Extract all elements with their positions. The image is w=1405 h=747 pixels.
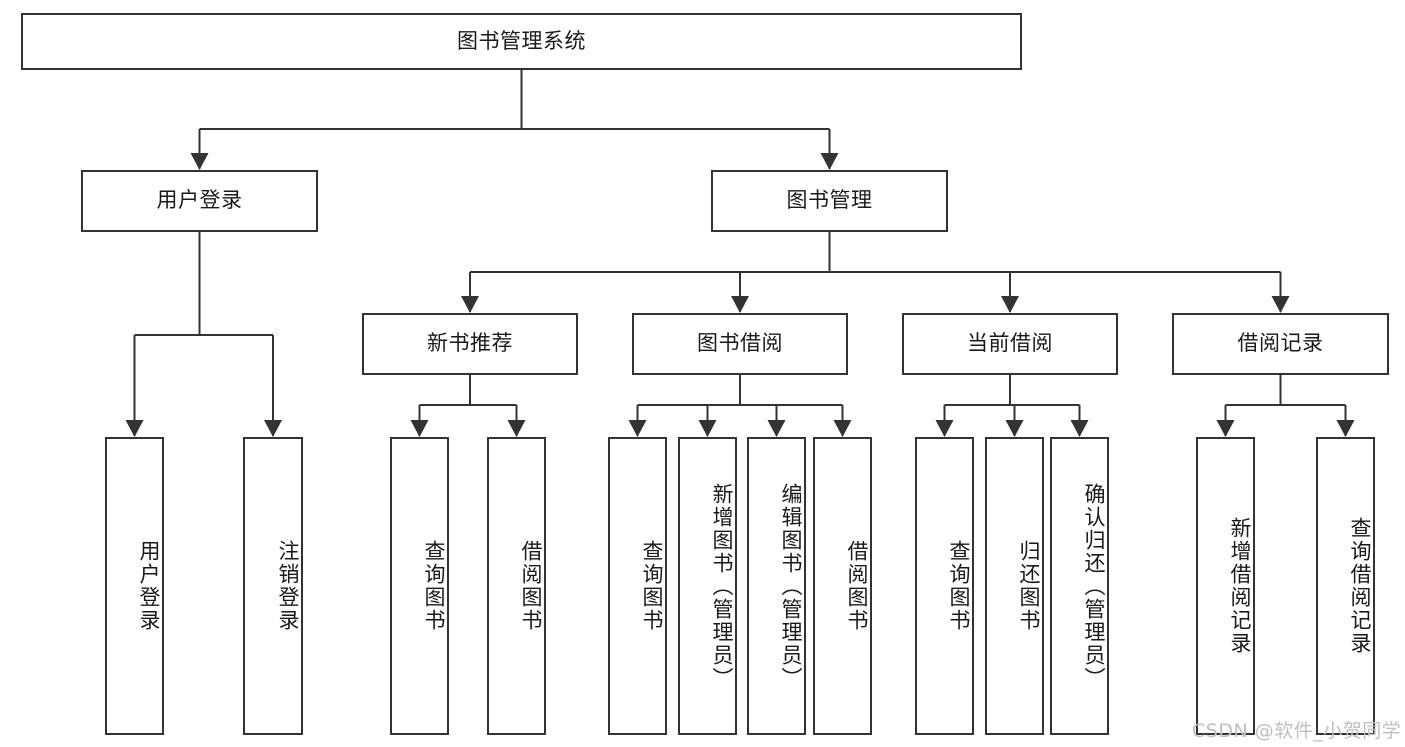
node-borrow-record: 借阅记录 [1172,313,1389,375]
node-label: 查询图书 [947,540,971,632]
node-label: 新增图书（管理员） [710,482,734,690]
node-root: 图书管理系统 [21,13,1022,70]
node-book-borrow: 图书借阅 [632,313,848,375]
node-leaf-user-login: 用户登录 [105,437,164,735]
arrow-head-icon-user-login [190,153,209,170]
arrow-head-icon-book-manage [820,153,839,170]
node-leaf-query-book-rec: 查询图书 [390,437,449,735]
node-label: 新书推荐 [427,331,513,356]
node-label: 注销登录 [276,540,300,632]
node-label: 图书管理 [786,188,873,213]
arrow-head-icon-leaf-edit-book-admin [767,420,786,437]
node-leaf-borrow-book-rec: 借阅图书 [487,437,546,735]
node-leaf-query-book-current: 查询图书 [915,437,974,735]
node-label: 借阅图书 [845,540,869,632]
node-leaf-confirm-return-admin: 确认归还（管理员） [1050,437,1109,735]
arrow-head-icon-leaf-add-borrow-record [1216,420,1235,437]
node-label: 图书管理系统 [457,28,586,53]
arrow-head-icon-current-borrow [1001,296,1019,313]
node-label: 新增借阅记录 [1228,517,1252,655]
node-label: 查询图书 [422,540,446,632]
node-label: 查询图书 [640,540,664,632]
arrow-head-icon-leaf-query-book-current [935,420,954,437]
node-user-login: 用户登录 [81,170,318,232]
arrow-head-icon-leaf-borrow-book [833,420,852,437]
node-label: 用户登录 [156,188,243,213]
arrow-head-icon-leaf-user-login [125,420,144,437]
node-leaf-user-logout: 注销登录 [243,437,303,735]
node-label: 借阅图书 [519,540,543,632]
arrow-head-icon-borrow-record [1271,296,1290,313]
node-leaf-add-borrow-record: 新增借阅记录 [1196,437,1255,735]
node-new-book-recommend: 新书推荐 [362,313,578,375]
node-label: 借阅记录 [1237,331,1324,356]
node-book-manage: 图书管理 [711,170,948,232]
node-leaf-return-book: 归还图书 [985,437,1044,735]
arrow-head-icon-leaf-query-book-rec [410,420,429,437]
node-leaf-borrow-book: 借阅图书 [813,437,872,735]
node-label: 查询借阅记录 [1348,517,1372,655]
node-current-borrow: 当前借阅 [902,313,1118,375]
arrow-head-icon-leaf-return-book [1005,420,1024,437]
arrow-head-icon-leaf-user-logout [264,420,282,437]
node-leaf-add-book-admin: 新增图书（管理员） [678,437,737,735]
arrow-head-icon-leaf-borrow-book-rec [507,420,526,437]
node-leaf-edit-book-admin: 编辑图书（管理员） [747,437,806,735]
node-leaf-query-borrow-record: 查询借阅记录 [1316,437,1375,735]
node-label: 确认归还（管理员） [1082,482,1106,690]
node-label: 编辑图书（管理员） [779,482,803,690]
node-label: 用户登录 [137,540,161,632]
node-label: 图书借阅 [697,331,783,356]
arrow-head-icon-leaf-add-book-admin [698,420,717,437]
arrow-head-icon-new-book-recommend [461,296,479,313]
node-label: 归还图书 [1017,540,1041,632]
node-label: 当前借阅 [967,331,1053,356]
node-leaf-query-book-borrow: 查询图书 [608,437,667,735]
arrow-head-icon-leaf-query-borrow-record [1336,420,1355,437]
arrow-head-icon-book-borrow [731,296,749,313]
arrow-head-icon-leaf-query-book-borrow [628,420,647,437]
arrow-head-icon-leaf-confirm-return-admin [1070,420,1089,437]
